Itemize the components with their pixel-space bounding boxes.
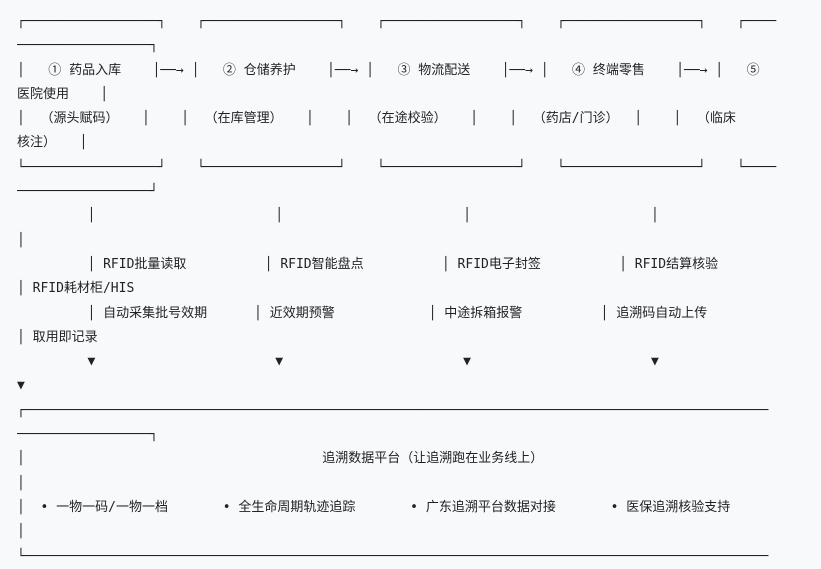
rfid-function-5: │ 取用即记录 <box>17 329 98 345</box>
down-arrows-row: ▼ ▼ ▼ ▼ <box>17 354 659 370</box>
rfid-function-row: │ 自动采集批号效期 │ 近效期预警 │ 中途拆箱报警 │ 追溯码自动上传 <box>17 305 708 321</box>
connector-lines-row: │ │ │ │ <box>17 208 659 224</box>
stage-5-subtitle-wrap: 核注） │ <box>17 135 88 151</box>
platform-title: │ 追溯数据平台（让追溯跑在业务线上） <box>17 451 544 467</box>
ascii-flow-diagram: ┌─────────────────┐ ┌─────────────────┐ … <box>17 10 807 569</box>
platform-blank-line-2: │ <box>17 524 25 540</box>
stage-5-title-wrap: 医院使用 │ <box>17 86 109 102</box>
rfid-method-5: │ RFID耗材柜/HIS <box>17 281 135 297</box>
stage-titles-row: │ ① 药品入库 │──→ │ ② 仓储养护 │──→ │ ③ 物流配送 │──… <box>17 62 760 78</box>
down-arrow-5: ▼ <box>17 378 25 394</box>
stage-box-5-bottom-border-wrap: ─────────────────┘ <box>17 184 158 200</box>
platform-box-top-border: ┌───────────────────────────────────────… <box>17 402 769 418</box>
stage-box-5-top-border-wrap: ─────────────────┐ <box>17 38 158 54</box>
stage-subtitles-row: │ （源头赋码） │ │ （在库管理） │ │ （在途校验） │ │ （药店/门… <box>17 111 736 127</box>
rfid-method-row: │ RFID批量读取 │ RFID智能盘点 │ RFID电子封签 │ RFID结… <box>17 256 719 272</box>
platform-features: │ • 一物一码/一物一档 • 全生命周期轨迹追踪 • 广东追溯平台数据对接 •… <box>17 499 731 515</box>
platform-blank-line: │ <box>17 475 25 491</box>
platform-box-bottom-border: └───────────────────────────────────────… <box>17 548 769 564</box>
stage-boxes-top-border: ┌─────────────────┐ ┌─────────────────┐ … <box>17 14 777 29</box>
platform-box-top-border-wrap: ─────────────────┐ <box>17 427 158 443</box>
stage-boxes-bottom-border: └─────────────────┘ └─────────────────┘ … <box>17 159 777 175</box>
connector-line-5: │ <box>17 232 25 248</box>
